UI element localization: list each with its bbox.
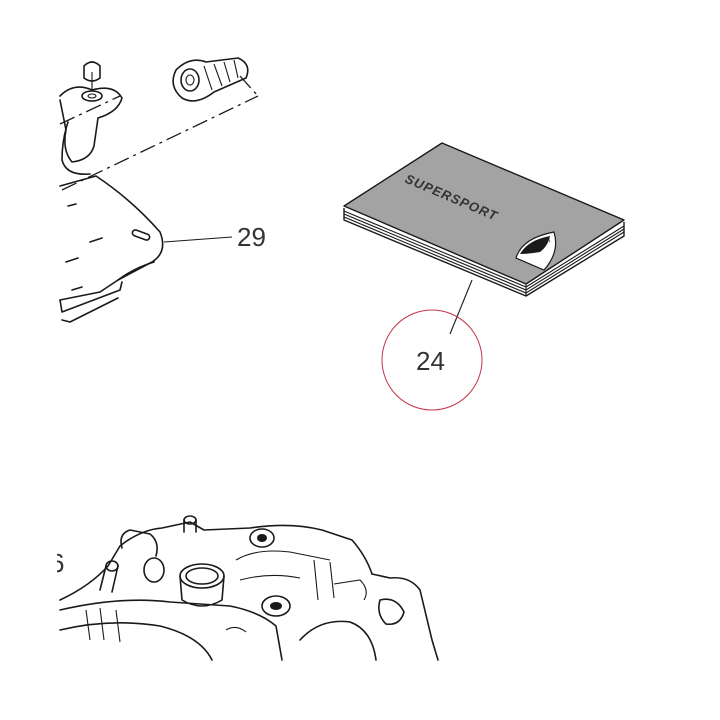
callout-29: 29	[237, 222, 266, 252]
callout-24: 24	[416, 346, 445, 376]
callout-partial: 6	[50, 548, 64, 578]
engine-crankcase: 6	[50, 515, 439, 661]
owner-manual-book: SUPERSPORT DUCATI	[343, 142, 625, 297]
bracket-assembly	[59, 57, 259, 323]
leader-24	[449, 279, 473, 335]
ducati-logo: DUCATI	[515, 231, 557, 271]
highlight-circle	[381, 309, 483, 411]
leader-29	[163, 236, 233, 243]
